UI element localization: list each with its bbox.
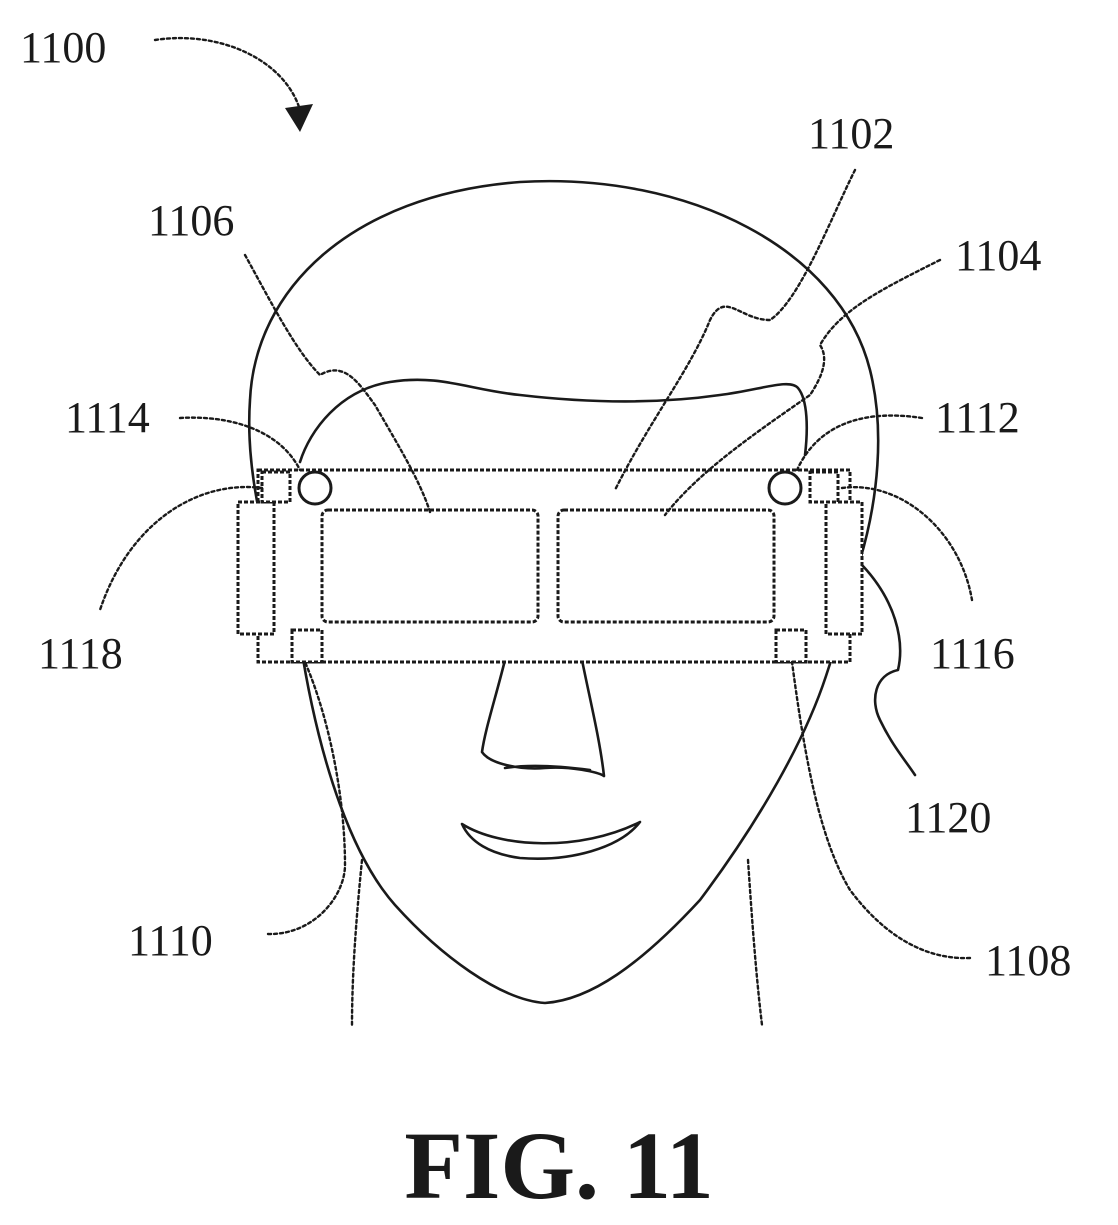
left-sensor-box: [262, 472, 290, 502]
neck-left: [352, 860, 362, 1025]
leader-1114: [180, 418, 300, 470]
device-arrow: [155, 38, 300, 110]
right-lens: [558, 510, 774, 622]
hair-line: [300, 380, 807, 462]
leader-1112: [797, 416, 922, 470]
label-1114: 1114: [65, 393, 150, 442]
label-1110: 1110: [128, 916, 213, 965]
arrowhead: [285, 104, 313, 132]
leader-1120: [862, 565, 915, 775]
label-1118: 1118: [38, 629, 123, 678]
figure-caption: FIG. 11: [404, 1112, 713, 1219]
label-1116: 1116: [930, 629, 1015, 678]
right-lower-box: [776, 630, 806, 662]
label-1102: 1102: [808, 109, 894, 158]
left-camera-circle: [299, 472, 331, 504]
label-1108: 1108: [985, 936, 1071, 985]
left-temple-module: [238, 502, 274, 634]
label-1112: 1112: [935, 393, 1020, 442]
label-1104: 1104: [955, 231, 1041, 280]
left-lens: [322, 510, 538, 622]
nose: [482, 660, 604, 776]
label-1120: 1120: [905, 793, 991, 842]
leader-1110: [268, 662, 345, 934]
label-1106: 1106: [148, 196, 234, 245]
neck-right: [748, 860, 762, 1025]
mouth: [462, 822, 640, 859]
label-1100: 1100: [20, 23, 106, 72]
right-sensor-box: [810, 472, 838, 502]
right-camera-circle: [769, 472, 801, 504]
left-lower-box: [292, 630, 322, 662]
right-temple-module: [826, 502, 862, 634]
leader-1102: [615, 170, 855, 490]
